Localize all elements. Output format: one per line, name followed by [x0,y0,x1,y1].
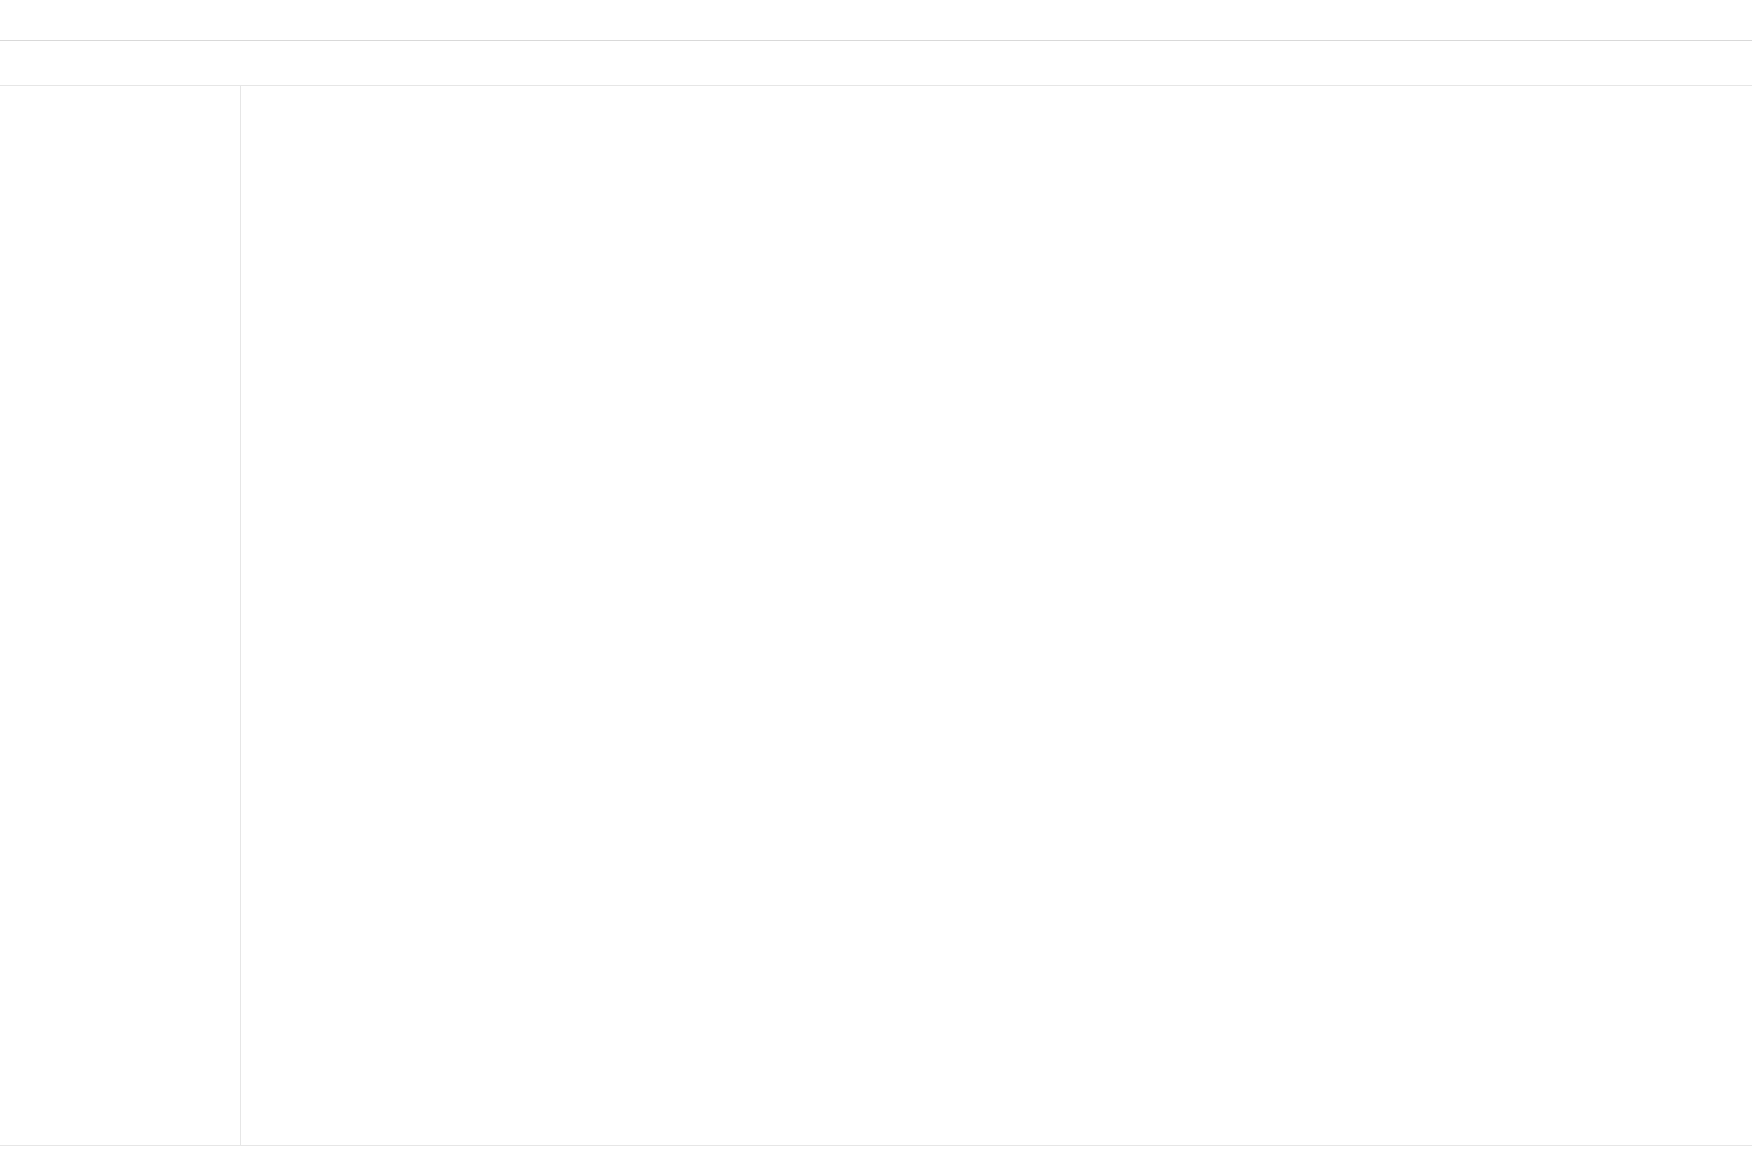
status-bar [0,1145,1752,1174]
toolbar [0,41,1752,86]
content-area [0,86,1752,1145]
title-bar [0,0,1752,41]
sidebar [0,86,241,1145]
main-panel [241,86,1752,1145]
